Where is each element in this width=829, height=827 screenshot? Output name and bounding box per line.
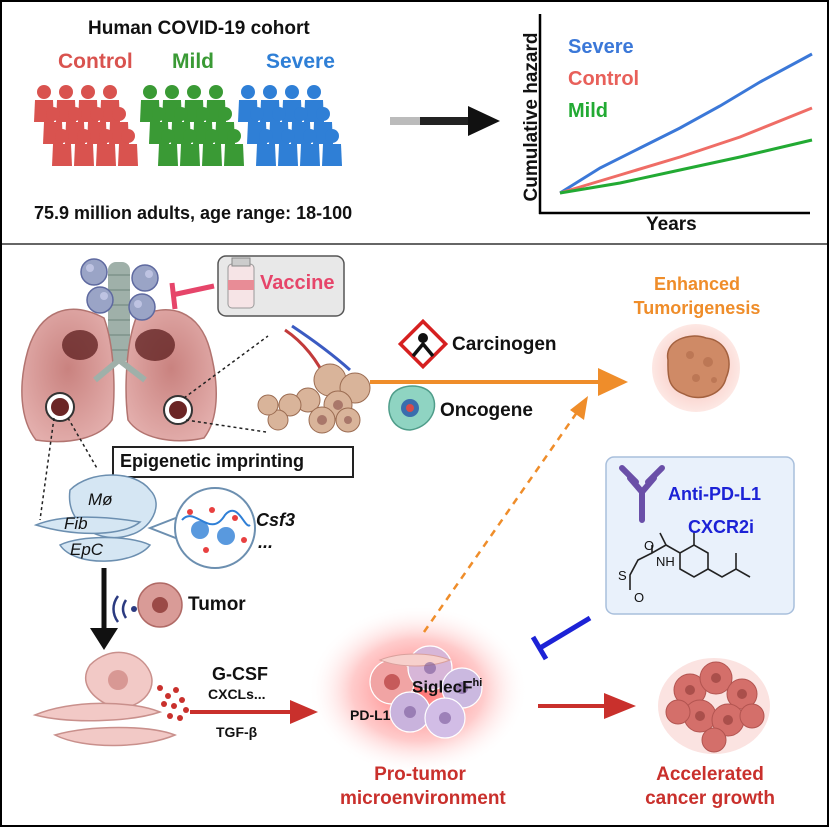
- siglec-text: SiglecF: [412, 677, 473, 697]
- series-mild-line: [559, 138, 813, 195]
- growth-arrow: [538, 693, 636, 719]
- person-icon: [256, 129, 276, 166]
- micro-label-2: microenvironment: [340, 788, 506, 809]
- chromatin-zoom: [174, 487, 256, 569]
- cell-label-fibroblast: Fib: [64, 514, 88, 533]
- drug-inhibition: [530, 615, 592, 661]
- cohort-to-hazard-arrow: [390, 106, 500, 136]
- drug-label-cxcr2i: CXCR2i: [688, 517, 755, 537]
- vaccine-label: Vaccine: [260, 272, 335, 294]
- tumor-signal-icon: [112, 582, 183, 628]
- person-icon: [109, 107, 129, 144]
- enhanced-label-1: Enhanced: [653, 274, 741, 294]
- series-severe-line: [559, 52, 813, 195]
- cell-cluster: [33, 474, 256, 569]
- down-arrow: [90, 568, 118, 650]
- cxcr2i-structure: [629, 532, 751, 590]
- carcinogen-label: Carcinogen: [452, 334, 557, 355]
- person-icon: [322, 129, 342, 166]
- person-icon: [96, 129, 116, 166]
- person-icon: [300, 129, 320, 166]
- atom-nh: NH: [656, 554, 675, 569]
- person-icon: [180, 129, 200, 166]
- y-axis-label: Cumulative hazard: [521, 32, 542, 202]
- cohort-caption: 75.9 million adults, age range: 18-100: [34, 203, 353, 223]
- drug-label-antipdl1: Anti-PD-L1: [668, 484, 761, 504]
- siglec-superscript: hi: [472, 677, 483, 689]
- person-icon: [74, 129, 94, 166]
- enhanced-tumor-icon: [652, 324, 740, 412]
- person-icon: [278, 129, 298, 166]
- cell-label-macrophage: Mø: [88, 490, 113, 509]
- cohort-people-icons: [34, 85, 342, 166]
- epigenetic-box: [112, 446, 354, 478]
- virus-particles: [80, 258, 159, 321]
- group-label-mild: Mild: [172, 50, 214, 73]
- gene-label: Csf3: [256, 510, 296, 530]
- factor-gcsf: G-CSF: [212, 664, 268, 684]
- atom-s: S: [618, 568, 627, 583]
- person-icon: [118, 129, 138, 166]
- oncogene-icon: [388, 385, 436, 431]
- carcinogen-hazard-icon: [397, 318, 449, 370]
- factor-tgfb: TGF-β: [216, 724, 258, 740]
- person-icon: [158, 129, 178, 166]
- growth-label-2: cancer growth: [645, 788, 775, 809]
- x-axis-label: Years: [646, 214, 697, 235]
- siglec-label: SiglecFhi: [412, 677, 482, 698]
- person-icon: [224, 129, 244, 166]
- gene-more: ...: [258, 532, 274, 552]
- atom-o1: O: [644, 538, 655, 553]
- lung-illustration: [21, 262, 217, 443]
- cohort-title: Human COVID-19 cohort: [88, 18, 310, 39]
- vaccine-inhibition: [169, 255, 345, 317]
- epigenetic-label: Epigenetic imprinting: [120, 451, 305, 471]
- group-label-severe: Severe: [266, 50, 335, 73]
- alveoli-illustration: [257, 324, 371, 434]
- legend-severe: Severe: [568, 36, 634, 58]
- factor-cxcls: CXCLs...: [208, 686, 266, 702]
- activated-cells: [32, 651, 189, 747]
- atom-o2: O: [634, 590, 645, 605]
- micro-label-1: Pro-tumor: [374, 764, 466, 785]
- zoom-lines: [39, 335, 269, 521]
- legend-control: Control: [568, 68, 640, 90]
- hazard-plot: [538, 14, 813, 215]
- carcinogen-arrow: [370, 368, 628, 396]
- enhanced-label-2: Tumorigenesis: [633, 298, 761, 318]
- tumor-label: Tumor: [188, 594, 246, 615]
- accelerated-cancer-icon: [658, 658, 770, 754]
- pdl1-label: PD-L1: [350, 707, 391, 723]
- legend-mild: Mild: [568, 100, 608, 122]
- dashed-tumorigenesis-arrow: [422, 396, 588, 633]
- person-icon: [202, 129, 222, 166]
- growth-label-1: Accelerated: [656, 764, 764, 785]
- oncogene-label: Oncogene: [440, 400, 533, 421]
- series-control-line: [559, 106, 813, 195]
- group-label-control: Control: [58, 50, 133, 73]
- drug-box: [605, 456, 795, 615]
- cytokine-arrow: [190, 700, 318, 724]
- cell-label-epithelial: EpC: [70, 540, 104, 559]
- microenvironment-cluster: [308, 605, 528, 775]
- person-icon: [52, 129, 72, 166]
